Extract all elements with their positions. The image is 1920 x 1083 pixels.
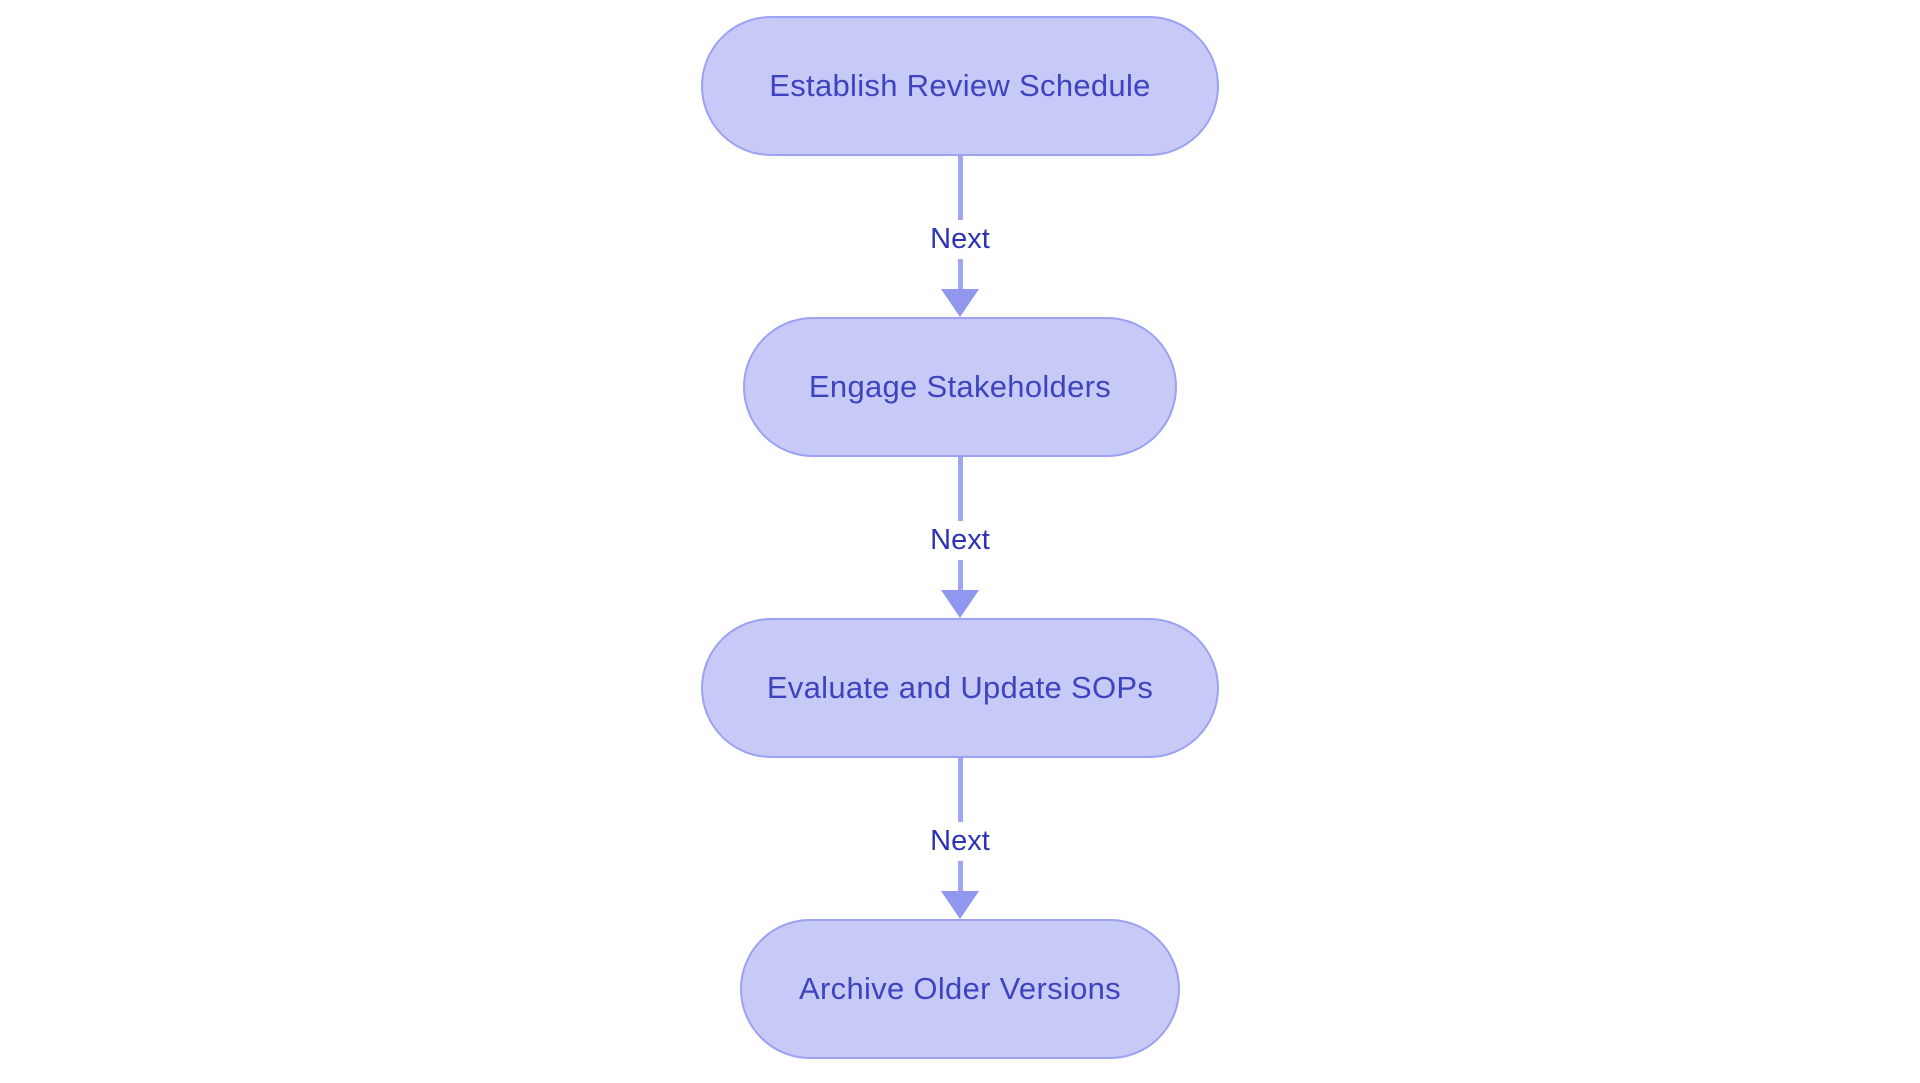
node-evaluate-and-update-sops: Evaluate and Update SOPs bbox=[701, 618, 1219, 758]
node-label: Evaluate and Update SOPs bbox=[766, 670, 1154, 705]
edge-label: Next bbox=[930, 824, 990, 857]
arrow-down-icon bbox=[941, 891, 979, 919]
node-establish-review-schedule: Establish Review Schedule bbox=[701, 16, 1219, 156]
edge-engage-to-evaluate: Next bbox=[930, 457, 990, 618]
edge-line bbox=[957, 861, 963, 891]
edge-label: Next bbox=[930, 523, 990, 556]
edge-line bbox=[957, 560, 963, 590]
node-label: Engage Stakeholders bbox=[808, 369, 1112, 404]
edge-line bbox=[957, 259, 963, 289]
arrow-down-icon bbox=[941, 289, 979, 317]
edge-line bbox=[957, 457, 963, 521]
node-label: Establish Review Schedule bbox=[769, 68, 1151, 103]
edge-line bbox=[957, 758, 963, 822]
edge-evaluate-to-archive: Next bbox=[930, 758, 990, 919]
arrow-down-icon bbox=[941, 590, 979, 618]
edge-establish-to-engage: Next bbox=[930, 156, 990, 317]
node-label: Archive Older Versions bbox=[799, 971, 1121, 1006]
edge-label: Next bbox=[930, 222, 990, 255]
node-engage-stakeholders: Engage Stakeholders bbox=[743, 317, 1177, 457]
node-archive-older-versions: Archive Older Versions bbox=[740, 919, 1180, 1059]
edge-line bbox=[957, 156, 963, 220]
